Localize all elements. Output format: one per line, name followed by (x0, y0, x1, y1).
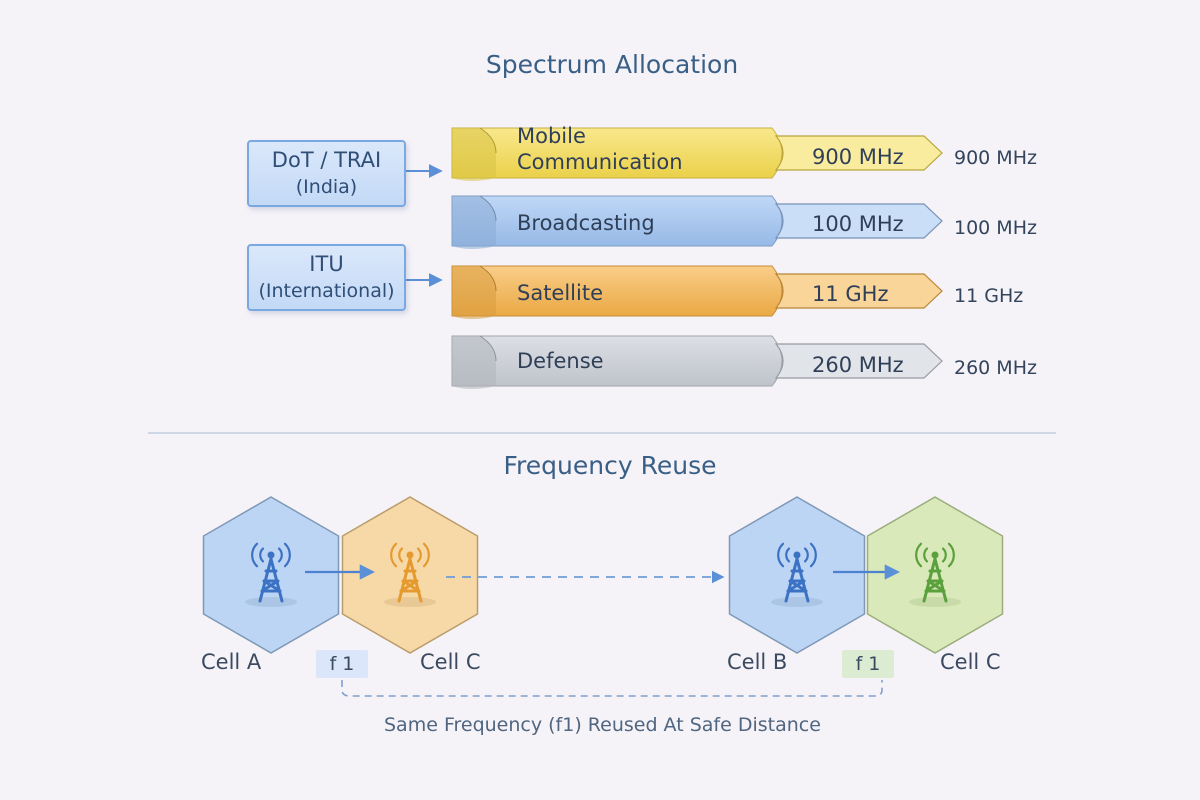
spectrum-title: Spectrum Allocation (485, 50, 739, 79)
tower-shadow (771, 597, 823, 607)
cell-label-a: Cell A (201, 650, 262, 674)
hexagon-shape (866, 496, 1004, 654)
reuse-bracket (341, 680, 883, 697)
hexagon-shape (202, 496, 340, 654)
band-outside-value-broadcasting: 100 MHz (954, 217, 1037, 239)
band-label-satellite: Satellite (517, 281, 604, 305)
band-value-defense: 260 MHz (812, 353, 904, 377)
signal-wave (259, 547, 265, 563)
tower-icon (909, 542, 961, 607)
band-body (451, 195, 783, 247)
band-curl-edge (479, 127, 497, 154)
signal-wave (941, 547, 947, 563)
tower-lattice (258, 557, 284, 603)
band-value-arrow (774, 343, 943, 379)
authority-name: ITU (309, 251, 344, 276)
frequency-tag-second: f 1 (842, 650, 894, 678)
band-outside-value-mobile: 900 MHz (954, 147, 1037, 169)
band-ribbon-2 (451, 265, 943, 319)
band-outside-value-defense: 260 MHz (954, 357, 1037, 379)
tower-shadow (384, 597, 436, 607)
cell-hexagon-3 (866, 496, 1004, 654)
reuse-caption: Same Frequency (f1) Reused At Safe Dista… (384, 714, 821, 736)
hexagon-shape (728, 496, 866, 654)
cell-hexagon-0 (202, 496, 340, 654)
cell-label-c-first: Cell C (420, 650, 481, 674)
hexagon-shape (341, 496, 479, 654)
tower-antenna (406, 551, 414, 559)
signal-wave (809, 542, 817, 568)
band-label-line2: Communication (517, 150, 683, 174)
band-value-satellite: 11 GHz (812, 282, 889, 306)
signal-wave (422, 542, 430, 568)
band-curl-edge (479, 335, 497, 362)
tower-antenna (793, 551, 801, 559)
cell-label-b: Cell B (727, 650, 788, 674)
tower-icon (245, 542, 297, 607)
band-value-arrow (774, 203, 943, 239)
tower-lattice (784, 557, 810, 603)
band-body (451, 127, 783, 179)
band-value-mobile: 900 MHz (812, 145, 904, 169)
band-curl (452, 196, 496, 249)
signal-wave (923, 547, 929, 563)
signal-wave (390, 542, 398, 568)
band-curl (452, 336, 496, 389)
band-value-arrow (774, 273, 943, 309)
cell-hexagon-2 (728, 496, 866, 654)
authority-name: DoT / TRAI (271, 147, 382, 172)
tower-antenna (931, 551, 939, 559)
signal-wave (777, 542, 785, 568)
signal-wave (803, 547, 809, 563)
band-value-arrow (774, 135, 943, 171)
authority-box-dot-trai: DoT / TRAI (India) (247, 140, 406, 207)
band-body (451, 335, 783, 387)
band-curl (452, 266, 496, 319)
band-curl-edge (479, 265, 497, 292)
signal-wave (277, 547, 283, 563)
signal-wave (947, 542, 955, 568)
signal-wave (251, 542, 259, 568)
authority-region: (International) (258, 279, 395, 302)
band-curl (452, 128, 496, 181)
band-label-mobile: Mobile Communication (517, 123, 683, 175)
band-ribbon-3 (451, 335, 943, 389)
tower-antenna (267, 551, 275, 559)
authority-box-itu: ITU (International) (247, 244, 406, 311)
band-value-broadcasting: 100 MHz (812, 212, 904, 236)
band-curl-edge (479, 195, 497, 222)
signal-wave (785, 547, 791, 563)
band-label-defense: Defense (517, 349, 604, 373)
frequency-tag-first: f 1 (316, 650, 368, 678)
tower-shadow (245, 597, 297, 607)
signal-wave (283, 542, 291, 568)
signal-wave (398, 547, 404, 563)
authority-region: (India) (295, 175, 358, 198)
cell-label-c-second: Cell C (940, 650, 1001, 674)
band-ribbon-1 (451, 195, 943, 249)
tower-icon (384, 542, 436, 607)
tower-lattice (922, 557, 948, 603)
signal-wave (915, 542, 923, 568)
signal-wave (416, 547, 422, 563)
tower-lattice (397, 557, 423, 603)
tower-shadow (909, 597, 961, 607)
band-label-line1: Mobile (517, 124, 586, 148)
reuse-title: Frequency Reuse (503, 451, 717, 480)
cell-hexagon-1 (341, 496, 479, 654)
tower-icon (771, 542, 823, 607)
band-outside-value-satellite: 11 GHz (954, 285, 1024, 307)
band-body (451, 265, 783, 317)
band-label-broadcasting: Broadcasting (517, 211, 655, 235)
band-ribbon-0 (451, 127, 943, 181)
